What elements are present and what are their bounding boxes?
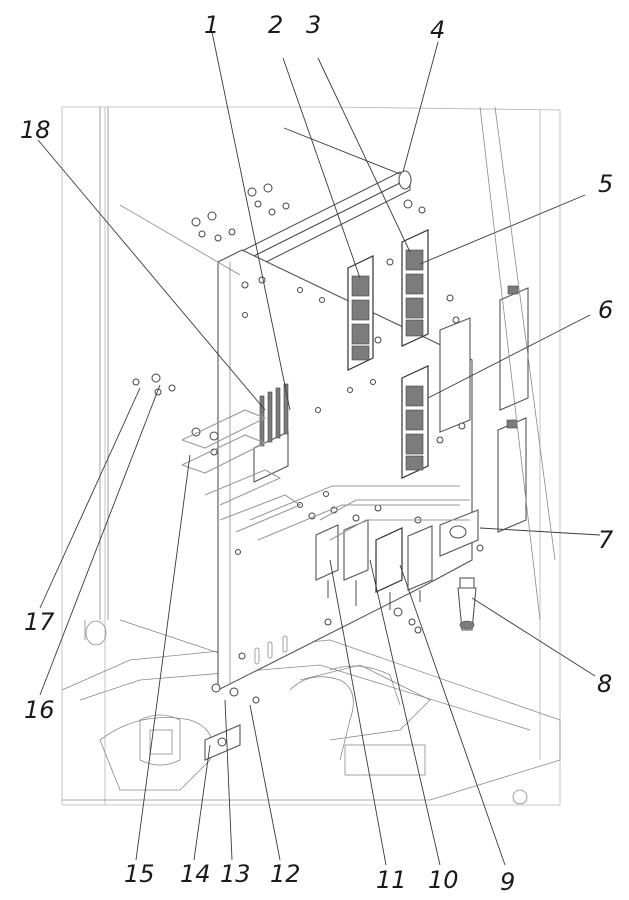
callout-8: 8 (597, 670, 612, 698)
callout-18: 18 (20, 116, 51, 144)
callout-5: 5 (598, 170, 613, 198)
callout-16: 16 (24, 696, 55, 724)
callout-11: 11 (376, 866, 407, 894)
callout-9: 9 (500, 868, 515, 896)
connector-fitting (457, 577, 477, 631)
callout-2: 2 (268, 11, 283, 39)
callout-labels: 1 2 3 4 5 6 7 8 9 10 11 12 13 14 15 16 1… (20, 11, 614, 896)
terminal-strip-middle (401, 365, 429, 479)
cover-plates (439, 285, 529, 533)
housing-frame (61, 106, 561, 806)
bottom-foot (204, 683, 260, 761)
lug-bracket (439, 509, 479, 557)
callout-13: 13 (220, 860, 251, 888)
terminal-strip-upper-right (401, 229, 429, 347)
callout-7: 7 (598, 526, 614, 554)
top-rail (226, 127, 412, 277)
relay-row (315, 519, 433, 610)
callout-15: 15 (124, 860, 155, 888)
callout-6: 6 (598, 296, 613, 324)
callout-4: 4 (430, 16, 445, 44)
callout-10: 10 (428, 866, 459, 894)
callout-14: 14 (180, 860, 211, 888)
callout-1: 1 (204, 11, 219, 39)
terminal-strip-upper-left (347, 255, 374, 371)
callout-17: 17 (24, 608, 55, 636)
background-watermark-shape (181, 409, 470, 541)
leader-lines (37, 31, 601, 866)
callout-12: 12 (270, 860, 301, 888)
callout-3: 3 (306, 11, 321, 39)
